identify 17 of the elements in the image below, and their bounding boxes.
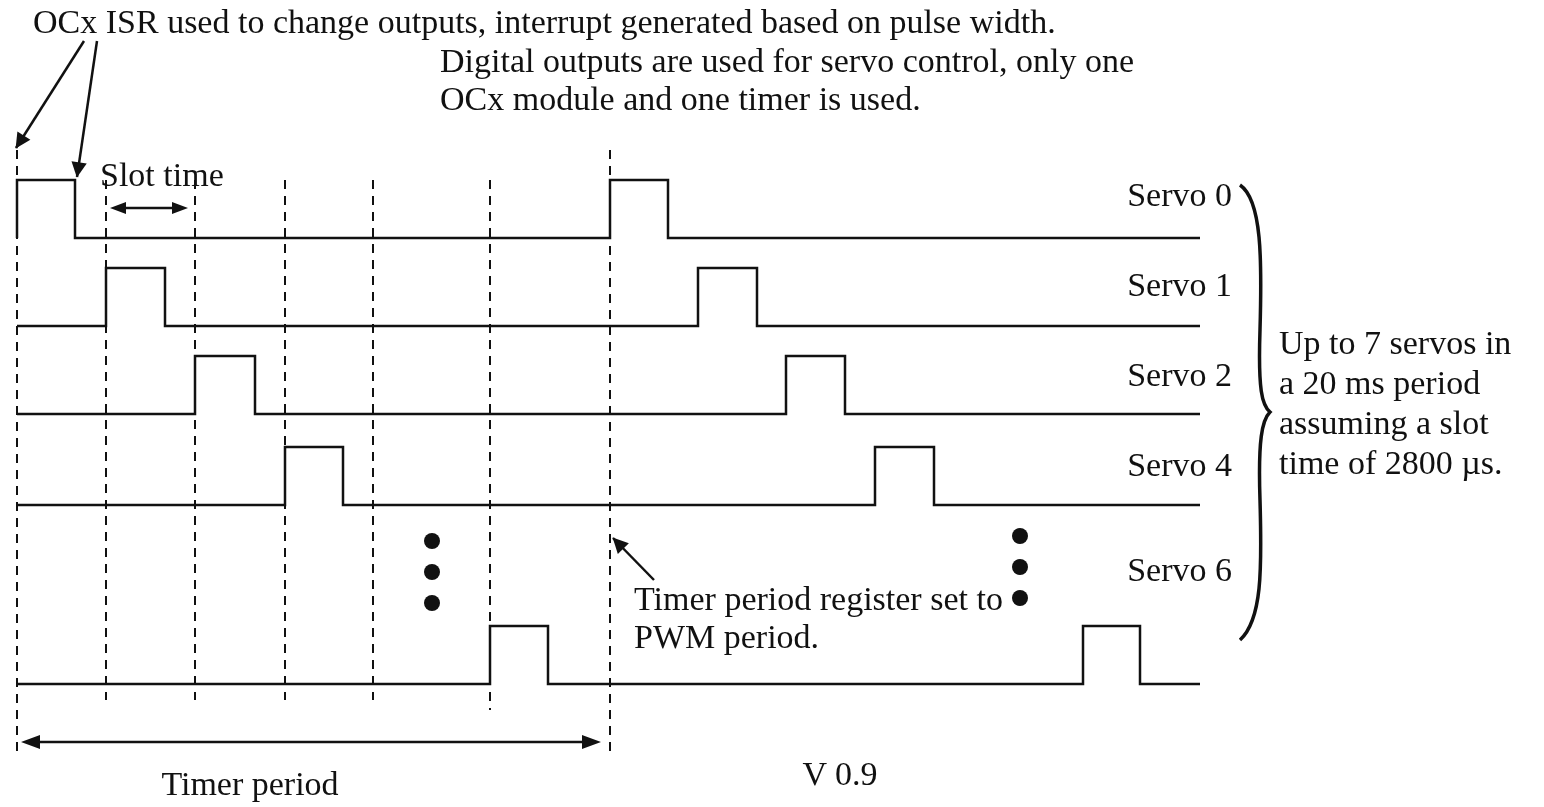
dashed-marker-line [16, 149, 18, 753]
label-text: Slot time [100, 156, 225, 194]
label-text: Digital outputs are used for servo control, only one OCx module and one timer is used. [440, 42, 1135, 118]
label-text: Servo 0 [1126, 176, 1232, 214]
label-text: Servo 4 [1126, 446, 1232, 484]
label-text: Servo 1 [1126, 266, 1232, 304]
leader-arrow [612, 537, 655, 581]
label-text: V 0.9 [801, 755, 879, 793]
annotation-text: OCx ISR used to change outputs, interrupt generated based on pulse width. [33, 3, 1056, 41]
label-text: Servo 2 [1126, 356, 1232, 394]
dashed-marker-line [609, 149, 611, 753]
annotation-text: Timer period register set to PWM period. [634, 580, 1019, 656]
label-text: Timer period [160, 765, 340, 803]
label-text: Servo 6 [1126, 551, 1232, 589]
leader-arrow [14, 40, 86, 149]
label-text: Up to 7 servos in a 20 ms period assuming a slot time of 2800 µs. [1279, 323, 1513, 483]
leader-arrow [71, 40, 99, 178]
